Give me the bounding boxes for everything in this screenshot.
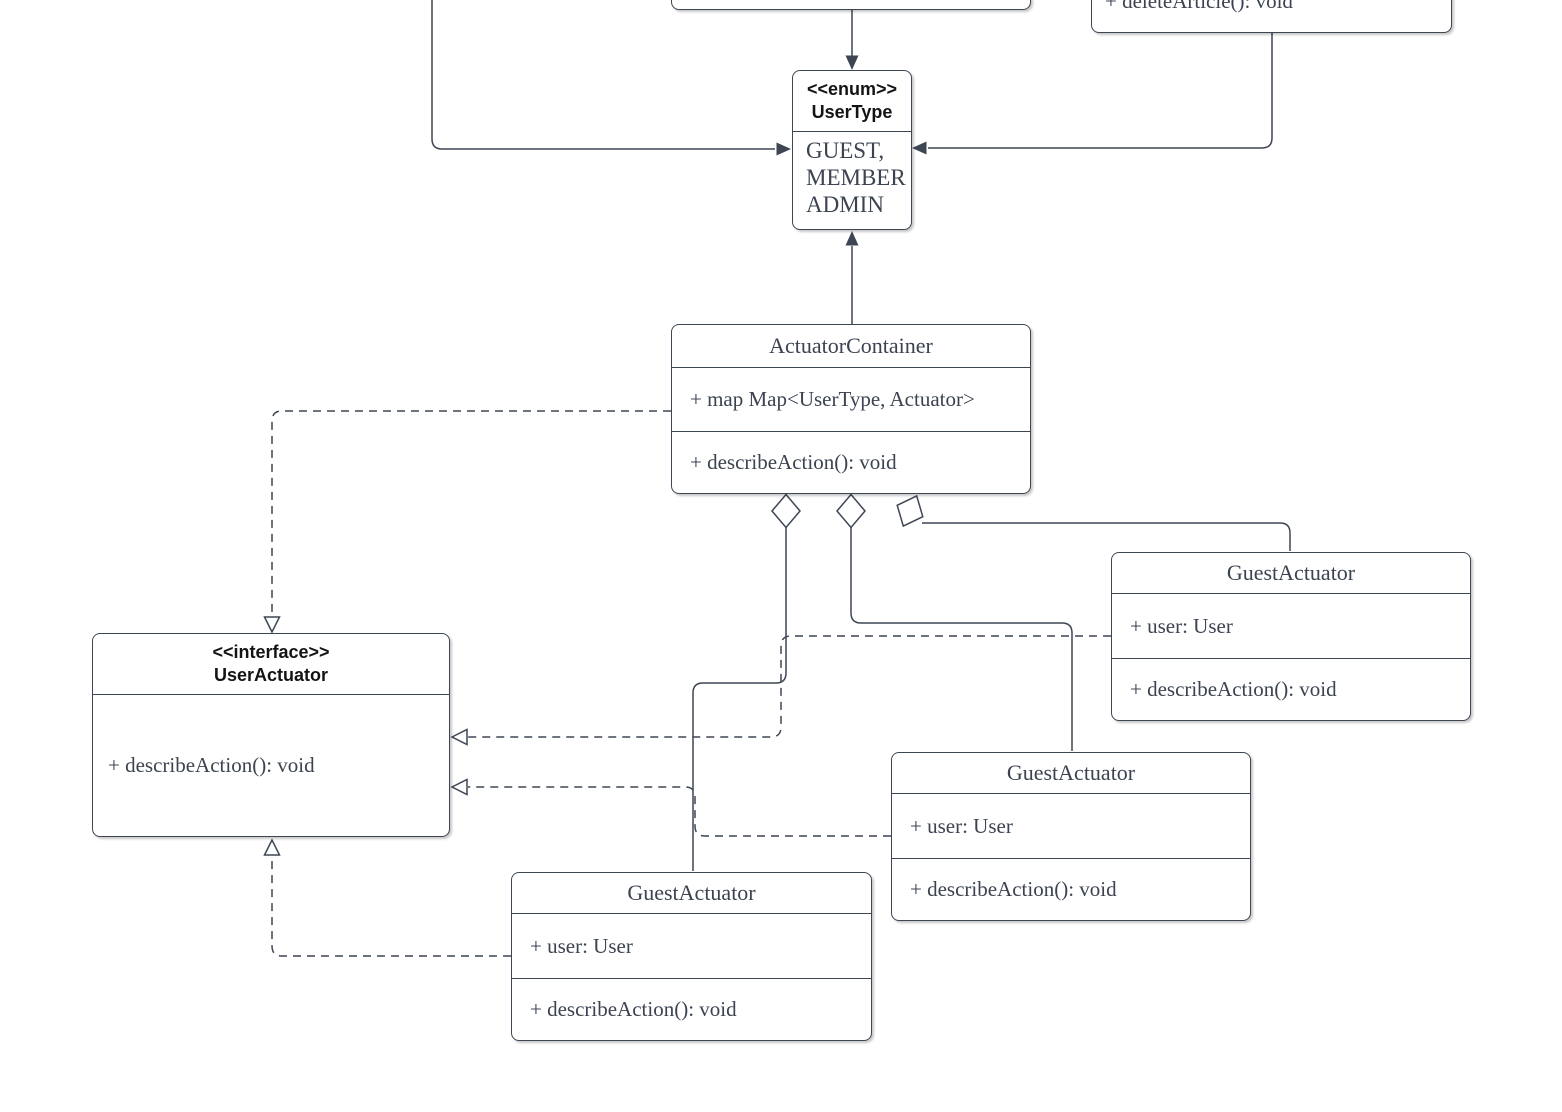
guestactuator-middle-attribute: + user: User — [892, 793, 1250, 858]
guestactuator-middle-method: + describeAction(): void — [892, 858, 1250, 920]
edge-leftclass-usertype — [431, 0, 775, 150]
aggregation-diamond-2-icon — [836, 493, 866, 529]
guestactuator-right-attribute: + user: User — [1112, 593, 1470, 658]
usertype-name: UserType — [811, 102, 893, 122]
class-top-partial — [671, 0, 1031, 10]
filled-arrowhead-right-icon — [776, 142, 791, 156]
class-guestactuator-middle: GuestActuator + user: User + describeAct… — [891, 752, 1251, 921]
guestactuator-right-name: GuestActuator — [1226, 560, 1356, 585]
guestactuator-right-method: + describeAction(): void — [1112, 658, 1470, 720]
actuatorcontainer-attribute: + map Map<UserType, Actuator> — [672, 367, 1030, 431]
class-usertype: <<enum>> UserType GUEST, MEMBER ADMIN — [792, 70, 912, 230]
edge-aggregation-bottom-guestactuator — [692, 527, 787, 871]
class-useractuator: <<interface>> UserActuator + describeAct… — [92, 633, 450, 837]
usertype-header: <<enum>> UserType — [793, 71, 911, 131]
method-deletearticle: + deleteArticle(): void — [1105, 0, 1293, 13]
usertype-stereotype: <<enum>> — [806, 79, 898, 99]
useractuator-method: + describeAction(): void — [93, 694, 449, 836]
filled-arrowhead-up-icon — [845, 231, 859, 246]
edge-aggregation-right-guestactuator — [922, 522, 1291, 551]
useractuator-header: <<interface>> UserActuator — [93, 634, 449, 694]
guestactuator-bottom-method: + describeAction(): void — [512, 978, 871, 1040]
class-guestactuator-right: GuestActuator + user: User + describeAct… — [1111, 552, 1471, 721]
edge-guestactuator-middle-useractuator — [468, 786, 891, 837]
useractuator-name: UserActuator — [213, 665, 329, 685]
filled-arrowhead-left-icon — [912, 141, 927, 155]
useractuator-stereotype: <<interface>> — [212, 642, 330, 662]
hollow-triangle-down-icon — [263, 616, 281, 634]
actuatorcontainer-method: + describeAction(): void — [672, 431, 1030, 493]
edge-guestactuator-bottom-useractuator — [271, 856, 511, 957]
aggregation-diamond-3-icon — [896, 494, 924, 528]
guestactuator-bottom-name: GuestActuator — [627, 880, 756, 905]
class-actuatorcontainer: ActuatorContainer + map Map<UserType, Ac… — [671, 324, 1031, 494]
class-deletearticle-partial: + deleteArticle(): void — [1091, 0, 1452, 33]
class-guestactuator-bottom: GuestActuator + user: User + describeAct… — [511, 872, 872, 1041]
usertype-literals: GUEST, MEMBER ADMIN — [793, 131, 911, 229]
hollow-triangle-left2-icon — [450, 778, 468, 796]
edge-deletearticle-usertype — [928, 33, 1273, 149]
filled-arrowhead-down-icon — [845, 55, 859, 70]
aggregation-diamond-1-icon — [771, 493, 801, 529]
edge-guestactuator-right-useractuator — [468, 635, 1111, 738]
edge-aggregation-middle-guestactuator — [850, 527, 1073, 751]
hollow-triangle-up-icon — [263, 838, 281, 856]
edge-actuatorcontainer-useractuator — [271, 410, 671, 616]
guestactuator-middle-name: GuestActuator — [1006, 760, 1136, 785]
hollow-triangle-left-icon — [450, 728, 468, 746]
actuatorcontainer-name: ActuatorContainer — [769, 333, 933, 358]
guestactuator-bottom-attribute: + user: User — [512, 913, 871, 978]
